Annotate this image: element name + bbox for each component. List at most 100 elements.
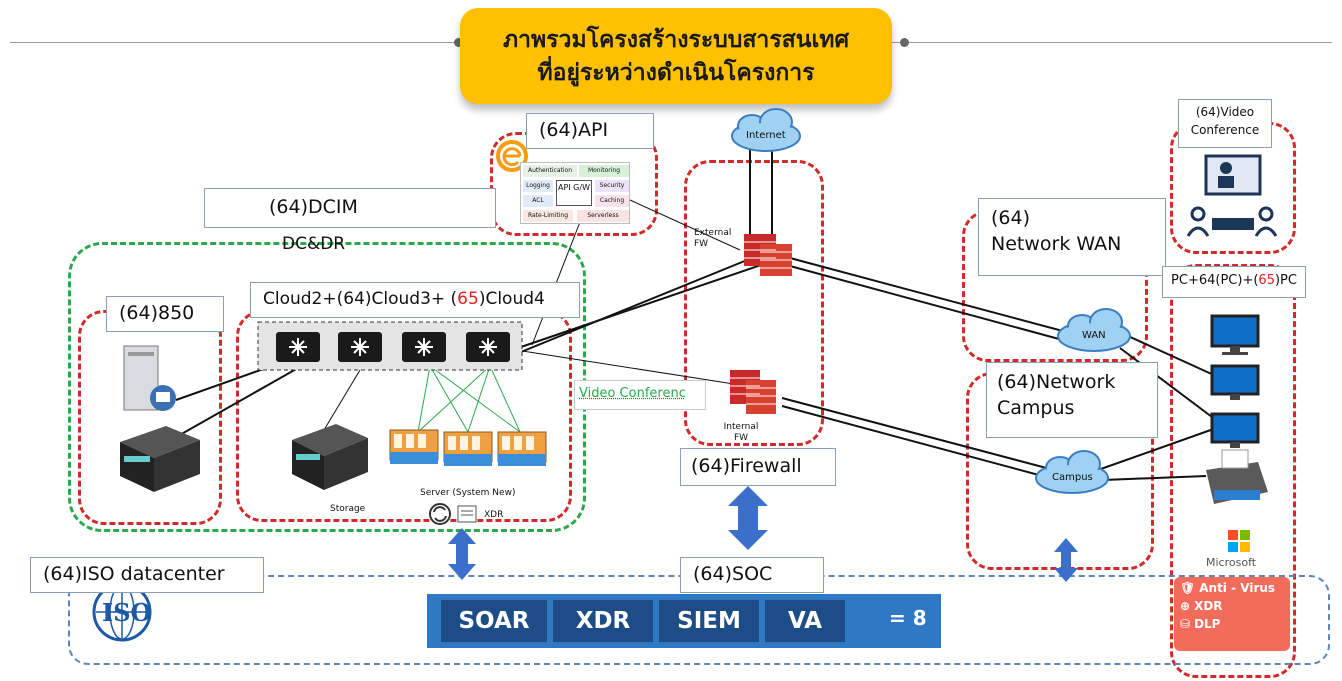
link-extfw-wan [789, 257, 1075, 335]
api-cell-serverless: Serverless [577, 210, 629, 222]
dlp-label: DLP [1194, 617, 1221, 631]
api-cell-caching: Caching [595, 195, 629, 207]
internal-firewall-icon [730, 370, 776, 414]
api-cell-acl: ACL [523, 195, 553, 207]
arrow-dc-soc [448, 528, 476, 580]
cloud-label-pre: Cloud2+(64)Cloud3+ ( [263, 289, 458, 309]
api-cell-authentication: Authentication [523, 165, 577, 177]
network-wan-line-2: Network WAN [991, 233, 1122, 255]
api-logo-icon [496, 140, 528, 172]
iso-logo-text: ISO [102, 598, 152, 627]
shield-icon: 🛡 [1180, 581, 1196, 595]
soc-tool-soar: SOAR [441, 600, 547, 642]
xdr-small-label: XDR [484, 510, 504, 520]
zone-pc [1170, 264, 1296, 678]
api-cell-monitoring: Monitoring [579, 165, 629, 177]
pc-icon-1 [1210, 314, 1260, 355]
endpoint-security-box: 🛡Anti - Virus ⊕XDR ⛁DLP [1174, 577, 1290, 651]
dcim-label: (64)DCIM [204, 188, 496, 228]
api-cell-logging: Logging [523, 180, 553, 192]
video-conferenc-link: Video Conferenc [574, 380, 706, 410]
video-conference-line-2: Conference [1190, 123, 1260, 137]
wan-label: WAN [1082, 330, 1106, 341]
arrow-firewall-soc [728, 486, 768, 550]
microsoft-logo-icon [1228, 530, 1250, 552]
soc-tool-siem: SIEM [659, 600, 759, 642]
anti-virus-label: Anti - Virus [1199, 581, 1276, 595]
wan-cloud-icon [1057, 308, 1131, 352]
external-fw-label: External FW [694, 228, 732, 249]
soc-label: (64)SOC [680, 557, 824, 593]
link-campus-pc3 [1097, 425, 1223, 471]
link-switch-storage-1 [177, 367, 299, 437]
network-campus-line-2: Campus [997, 397, 1075, 419]
soc-tool-va: VA [765, 600, 845, 642]
soc-tool-xdr: XDR [553, 600, 653, 642]
link-intfw-campus-2 [781, 405, 1051, 479]
blade-server-icons [389, 429, 547, 466]
link-wan-pc2 [1119, 347, 1217, 421]
api-cell-security: Security [595, 180, 629, 192]
label-850: (64)850 [106, 296, 224, 332]
soc-toolbar: SOAR XDR SIEM VA = 8 [427, 594, 941, 648]
internet-label: Internet [746, 130, 786, 141]
video-conference-label: (64)Video Conference [1178, 99, 1272, 148]
storage-unit-icon [292, 424, 368, 490]
link-campus-printer [1103, 475, 1207, 481]
network-campus-label: (64)Network Campus [986, 362, 1158, 438]
page-title: ภาพรวมโครงสร้างระบบสารสนเทศ ที่อยู่ระหว่… [460, 8, 892, 104]
server-mesh [417, 365, 521, 433]
pc-label: PC+64(PC)+(65)PC [1162, 266, 1306, 298]
link-api-extfw [629, 199, 741, 251]
link-intfw-campus [781, 397, 1055, 471]
iso-datacenter-label: (64)ISO datacenter [30, 557, 264, 593]
api-gateway-panel: Authentication Monitoring Logging API G/… [520, 162, 630, 224]
xdr-sync-icon [429, 503, 477, 525]
cloud-label-post: )Cloud4 [478, 289, 545, 309]
dcdr-label: DC&DR [282, 234, 346, 254]
firewall-label: (64)Firewall [680, 448, 836, 486]
crosshair-icon: ⊕ [1180, 599, 1191, 613]
pc-label-red: 65 [1258, 273, 1275, 288]
storage-label: Storage [330, 504, 366, 514]
link-extfw-wan-2 [789, 265, 1071, 343]
arrow-campus-soc [1054, 538, 1078, 582]
tower-server-icon [123, 345, 176, 411]
network-wan-line-1: (64) [991, 207, 1031, 229]
pc-icon-3 [1210, 412, 1260, 448]
cloud-label-red: 65 [457, 289, 479, 309]
external-firewall-icon [744, 234, 792, 276]
switch-icons [276, 332, 510, 362]
link-switch-storage-2 [323, 369, 361, 431]
network-campus-line-1: (64)Network [997, 371, 1116, 393]
video-conference-line-1: (64)Video [1195, 105, 1255, 119]
network-wan-label: (64) Network WAN [978, 198, 1166, 276]
pc-label-post: )PC [1274, 273, 1297, 288]
link-switch-intfw [515, 349, 735, 385]
database-icon: ⛁ [1180, 617, 1191, 631]
link-wan-pc1 [1127, 335, 1217, 377]
title-line-2: ที่อยู่ระหว่างดำเนินโครงการ [537, 59, 815, 86]
internal-fw-label: Internal FW [723, 422, 759, 443]
cloud-label: Cloud2+(64)Cloud3+ (65)Cloud4 [250, 282, 580, 318]
title-line-1: ภาพรวมโครงสร้างระบบสารสนเทศ [502, 25, 850, 53]
link-switch-extfw [515, 257, 753, 355]
xdr-label: XDR [1194, 599, 1223, 613]
soc-staff-count: = 8 [889, 606, 927, 630]
server-label: Server (System New) [420, 488, 516, 498]
pc-icon-2 [1210, 364, 1260, 400]
video-conference-icon [1186, 154, 1278, 237]
printer-icon [1206, 449, 1268, 504]
internet-cloud-icon [731, 108, 801, 152]
campus-label: Campus [1052, 472, 1093, 483]
pc-label-pre: PC+64(PC)+( [1171, 273, 1259, 288]
api-label: (64)API [526, 113, 654, 149]
header-dot-left [454, 38, 463, 47]
storage-unit-icon-left [120, 426, 200, 492]
api-cell-rate-limiting: Rate-Limiting [523, 210, 573, 222]
api-cell-center: API G/W [556, 180, 592, 206]
header-dot-right [900, 38, 909, 47]
link-switch-extfw-2 [517, 263, 765, 349]
microsoft-label: Microsoft [1206, 556, 1257, 569]
